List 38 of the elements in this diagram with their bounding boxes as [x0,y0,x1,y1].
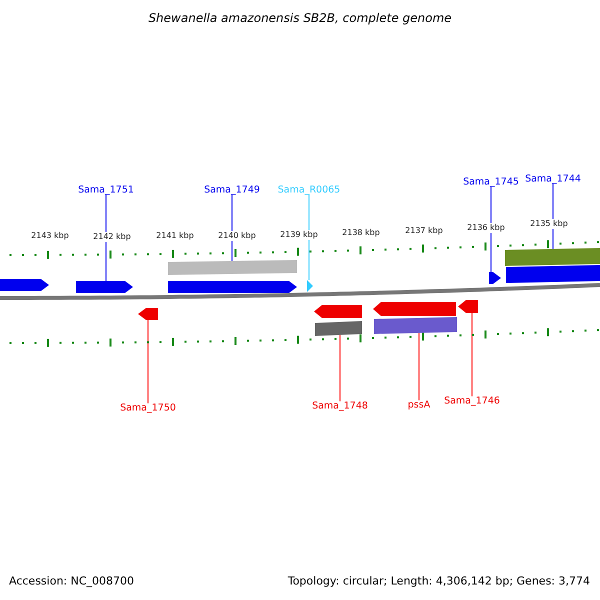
scale-label: 2143 kbp [30,231,70,241]
accession-text: Accession: NC_008700 [9,576,134,586]
genome-info-text: Topology: circular; Length: 4,306,142 bp; Genes: 3,774 [288,576,590,586]
gene-block [0,279,49,291]
scale-label: 2139 kbp [279,230,319,240]
scale-label: 2141 kbp [155,231,195,241]
gene-label: Sama_1751 [78,185,134,195]
feature-bar [374,317,457,334]
feature-bar [168,260,297,275]
scale-label: 2142 kbp [92,232,132,242]
scale-label: 2135 kbp [529,219,569,229]
title: Shewanella amazonensis SB2B, complete genome [148,12,452,24]
feature-bar [505,248,600,266]
scale-label: 2140 kbp [217,231,257,241]
leader-line [490,186,492,272]
gene-label: pssA [408,400,430,410]
gene-label: Sama_1749 [204,185,260,195]
gene-label: Sama_1746 [444,396,500,406]
scale-label: 2137 kbp [404,226,444,236]
gene-label: Sama_1748 [312,401,368,411]
feature-bar [315,321,362,336]
gene-block [373,302,456,316]
gene-label: Sama_1744 [525,174,581,184]
gene-block [307,280,313,292]
gene-block [489,272,501,284]
gene-block [168,281,297,293]
scale-label: 2138 kbp [341,228,381,238]
gene-block [138,308,158,320]
gene-label: Sama_R0065 [278,185,340,195]
gene-block [314,305,362,318]
scale-label: 2136 kbp [466,223,506,233]
gene-block [76,281,133,293]
gene-label: Sama_1750 [120,403,176,413]
leader-line [418,332,420,401]
feature-bar [506,265,600,283]
gene-label: Sama_1745 [463,177,519,187]
gene-block [458,300,478,313]
leader-line [308,194,310,280]
